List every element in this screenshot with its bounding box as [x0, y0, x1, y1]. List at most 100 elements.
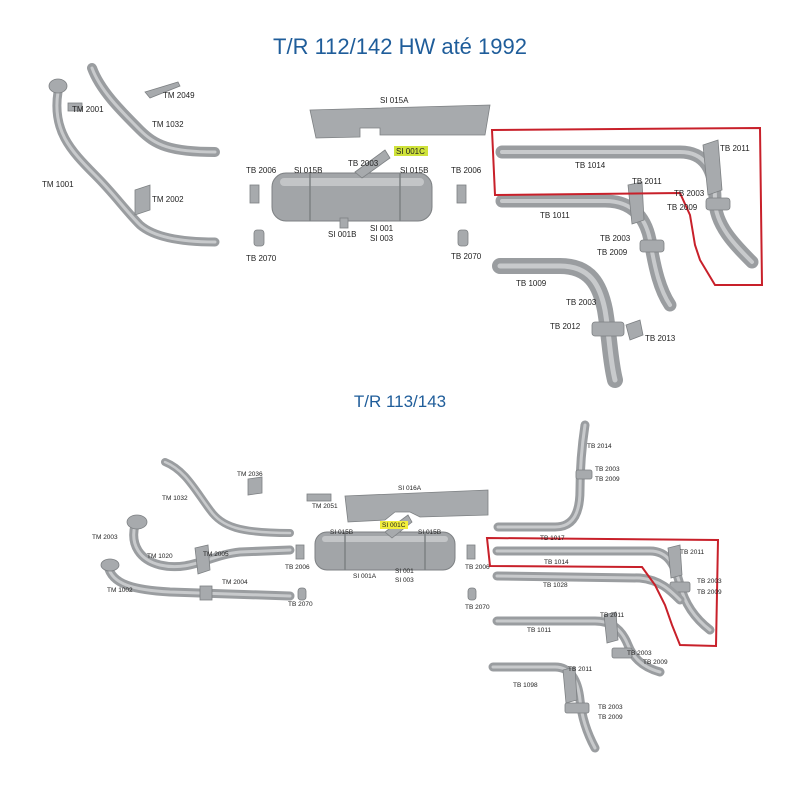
label-tb2009-a: TB 2009 [667, 203, 698, 212]
tailpipe-tb1098 [488, 662, 600, 753]
flange-icon [48, 78, 68, 94]
tailpipe-tb1009 [492, 258, 644, 388]
label-si015b-r-b: SI 015B [418, 529, 441, 536]
label-si015b-r: SI 015B [400, 166, 428, 175]
highlight-label-bg-bottom [380, 521, 408, 529]
clamp-tb2070-right-icon [457, 229, 469, 247]
muffler-si001 [271, 149, 433, 229]
label-tm2036: TM 2036 [237, 471, 263, 478]
label-tb1017: TB 1017 [540, 535, 565, 542]
bottom-section-title: T/R 113/143 [353, 392, 447, 411]
label-tb2003-a-b: TB 2003 [595, 466, 620, 473]
tailpipe-tb1011 [495, 181, 677, 312]
label-tm1032-b: TM 1032 [162, 495, 188, 502]
label-tb2003-c: TB 2003 [566, 298, 597, 307]
label-si016a: SI 016A [398, 485, 422, 492]
bracket-tm2005-icon [194, 544, 211, 575]
label-tb2006-r-b: TB 2006 [465, 564, 490, 571]
label-tm1001: TM 1001 [42, 180, 74, 189]
label-tb2003-m: TB 2003 [348, 159, 379, 168]
label-tb1098: TB 1098 [513, 682, 538, 689]
label-si001-b: SI 001 [395, 568, 414, 575]
label-tb2006-r: TB 2006 [451, 166, 482, 175]
label-si015b-l-b: SI 015B [330, 529, 353, 536]
label-tb2012: TB 2012 [550, 322, 581, 331]
label-tb2009-a-b: TB 2009 [595, 476, 620, 483]
heat-shield-si016a [344, 489, 489, 523]
clamp-tb2006-left-icon [249, 184, 260, 204]
pipe-tm1032 [87, 63, 220, 157]
label-tb2009-b: TB 2009 [597, 248, 628, 257]
muffler-si001-bottom [314, 514, 456, 571]
label-tb2070-r: TB 2070 [451, 252, 482, 261]
pipe-tm1002 [100, 558, 295, 601]
label-tb2011-b: TB 2011 [632, 177, 662, 186]
label-tm1002: TM 1002 [107, 587, 133, 594]
bracket-tm2036-icon [247, 476, 263, 496]
label-tb2011-b-b: TB 2011 [600, 612, 624, 619]
label-tb1009: TB 1009 [516, 279, 547, 288]
top-section-title: T/R 112/142 HW até 1992 [273, 34, 527, 59]
clamp-tb2070-left-icon [253, 229, 265, 247]
label-tb2003-b: TB 2003 [600, 234, 631, 243]
label-tb2009-c-b: TB 2009 [643, 659, 668, 666]
label-tb2011-a: TB 2011 [720, 144, 750, 153]
tailpipe-tb1028 [492, 571, 685, 605]
label-si001c-b: SI 001C [382, 522, 406, 529]
label-tb1011-b: TB 1011 [527, 627, 551, 634]
clamp-tb2070-left-bottom-icon [297, 587, 307, 601]
heat-shield-si015a [309, 104, 491, 139]
label-tb2014: TB 2014 [587, 443, 612, 450]
label-tb2070-r-b: TB 2070 [465, 604, 490, 611]
label-tb1028: TB 1028 [543, 582, 568, 589]
label-tb2003-c-b: TB 2003 [627, 650, 652, 657]
label-tb2009-d-b: TB 2009 [598, 714, 623, 721]
label-si003-b: SI 003 [395, 577, 414, 584]
pipe-tm1032-bottom [161, 458, 294, 537]
clamp-tb2006-right-bottom-icon [466, 544, 476, 560]
label-tm2049: TM 2049 [163, 91, 195, 100]
label-tb2011-a-b: TB 2011 [680, 549, 704, 556]
label-tb1011: TB 1011 [540, 211, 570, 220]
highlight-box-top [490, 126, 764, 286]
bracket-tm2049-icon [144, 81, 181, 99]
label-si015b-l: SI 015B [294, 166, 322, 175]
highlight-box-bottom [485, 536, 720, 648]
bracket-tm2051-icon [306, 493, 332, 502]
label-tb1014-b: TB 1014 [544, 559, 569, 566]
label-tm2004: TM 2004 [222, 579, 248, 586]
label-tb2003-d-b: TB 2003 [598, 704, 623, 711]
front-pipe-tm1001 [48, 78, 220, 247]
label-tb2070-l: TB 2070 [246, 254, 277, 263]
label-si015a: SI 015A [380, 96, 409, 105]
clamp-tb2006-left-bottom-icon [295, 544, 305, 560]
label-tm1032: TM 1032 [152, 120, 184, 129]
label-tb2003-a: TB 2003 [674, 189, 705, 198]
clamp-tb2006-right-icon [456, 184, 467, 204]
label-si001a: SI 001A [353, 573, 377, 580]
label-tb2006-l: TB 2006 [246, 166, 277, 175]
label-tm2051: TM 2051 [312, 503, 338, 510]
label-tm2001: TM 2001 [72, 105, 104, 114]
bracket-tm2004-icon [199, 585, 213, 601]
label-tm1020: TM 1020 [147, 553, 173, 560]
label-tm2005: TM 2005 [203, 551, 229, 558]
label-tb2011-c-b: TB 2011 [568, 666, 592, 673]
tailpipe-tb1017 [493, 420, 593, 532]
label-si001: SI 001 [370, 224, 394, 233]
clamp-tm2001-icon [67, 102, 83, 112]
pipe-tm1020 [126, 514, 295, 572]
clamp-tb2070-right-bottom-icon [467, 587, 477, 601]
label-tb2070-l-b: TB 2070 [288, 601, 313, 608]
tailpipe-tb1014 [495, 139, 759, 269]
label-tb1014: TB 1014 [575, 161, 606, 170]
label-tb2013: TB 2013 [645, 334, 676, 343]
label-tm2002: TM 2002 [152, 195, 184, 204]
label-tb2003-b-b: TB 2003 [697, 578, 722, 585]
label-tb2009-b-b: TB 2009 [697, 589, 722, 596]
label-si001b: SI 001B [328, 230, 356, 239]
label-tm2003: TM 2003 [92, 534, 118, 541]
label-si003: SI 003 [370, 234, 394, 243]
highlight-label-bg [394, 146, 428, 156]
